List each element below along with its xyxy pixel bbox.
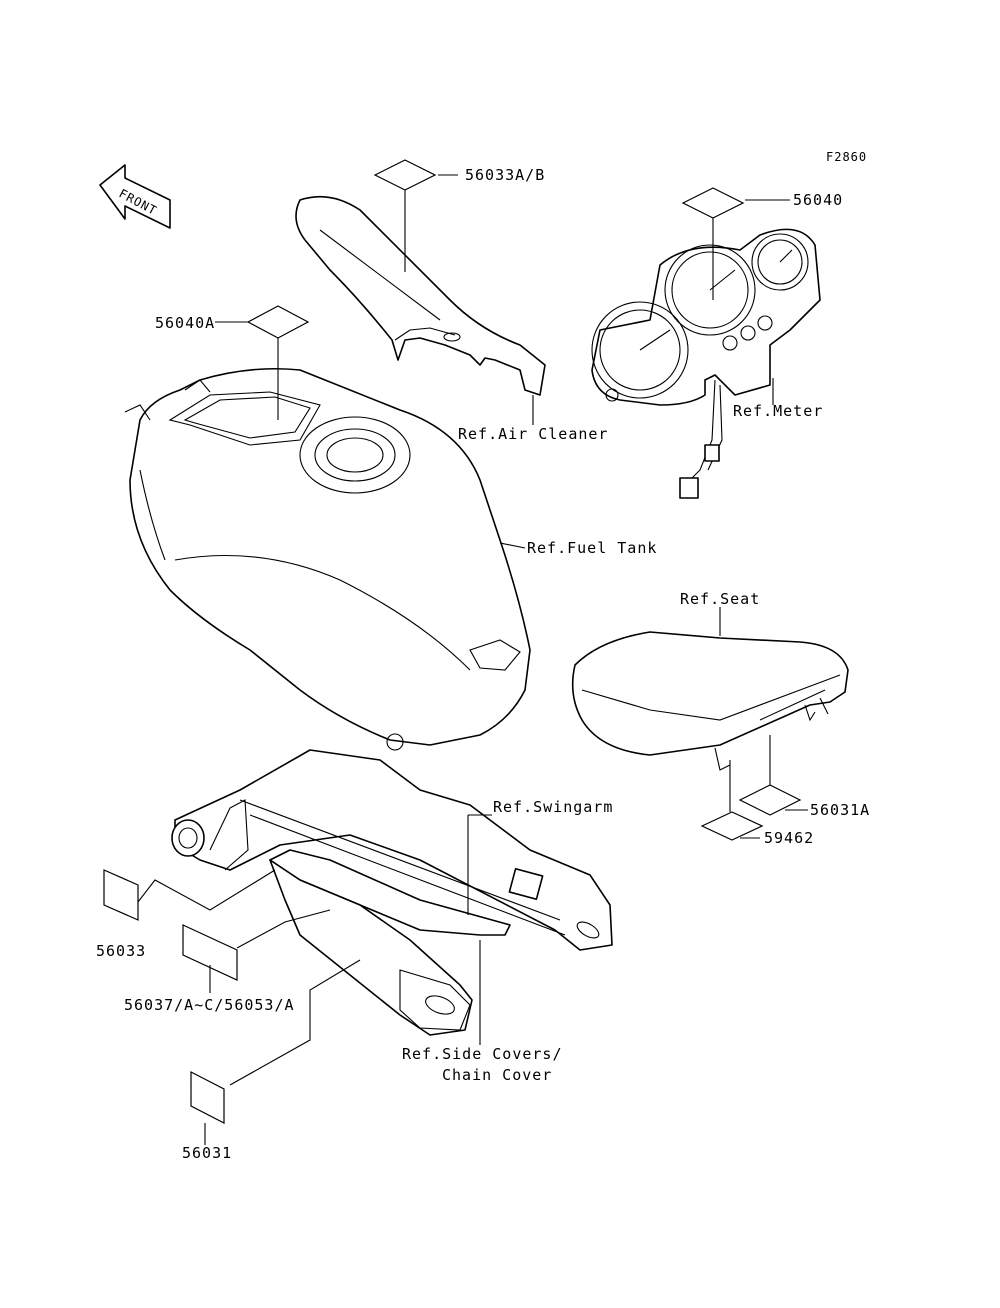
callout-chain-cover: Chain Cover bbox=[442, 1066, 552, 1084]
leader-lines bbox=[137, 174, 808, 1145]
fuel-tank-part bbox=[124, 367, 531, 751]
callout-ref-side-covers: Ref.Side Covers/ bbox=[402, 1045, 563, 1063]
callout-56033: 56033 bbox=[96, 942, 146, 960]
callout-ref-meter: Ref.Meter bbox=[733, 402, 823, 420]
callout-56037: 56037/A~C/56053/A bbox=[124, 996, 295, 1014]
label-56037-square bbox=[182, 924, 238, 981]
label-56040-square bbox=[681, 187, 745, 219]
figure-code: F2860 bbox=[826, 150, 867, 164]
label-56040a-square bbox=[246, 305, 310, 339]
meter-assembly-part bbox=[591, 228, 821, 499]
callout-56031a: 56031A bbox=[810, 801, 870, 819]
label-56033ab-square bbox=[373, 159, 437, 191]
callout-ref-seat: Ref.Seat bbox=[680, 590, 760, 608]
callout-56040: 56040 bbox=[793, 191, 843, 209]
callout-59462: 59462 bbox=[764, 829, 814, 847]
label-56033-square bbox=[103, 869, 139, 921]
callout-56040a: 56040A bbox=[155, 314, 215, 332]
label-59462-square bbox=[700, 811, 764, 841]
callout-ref-fuel-tank: Ref.Fuel Tank bbox=[527, 539, 657, 557]
seat-part bbox=[571, 631, 849, 771]
air-cleaner-cover-part bbox=[295, 195, 546, 396]
callout-ref-air-cleaner: Ref.Air Cleaner bbox=[458, 425, 608, 443]
callout-ref-swingarm: Ref.Swingarm bbox=[493, 798, 613, 816]
label-56031a-square bbox=[738, 784, 802, 816]
swingarm-part bbox=[171, 749, 613, 1036]
label-56031-square bbox=[190, 1071, 225, 1124]
front-direction-arrow-icon: FRONT bbox=[99, 164, 171, 229]
callout-56031: 56031 bbox=[182, 1144, 232, 1162]
callout-56033ab: 56033A/B bbox=[465, 166, 545, 184]
